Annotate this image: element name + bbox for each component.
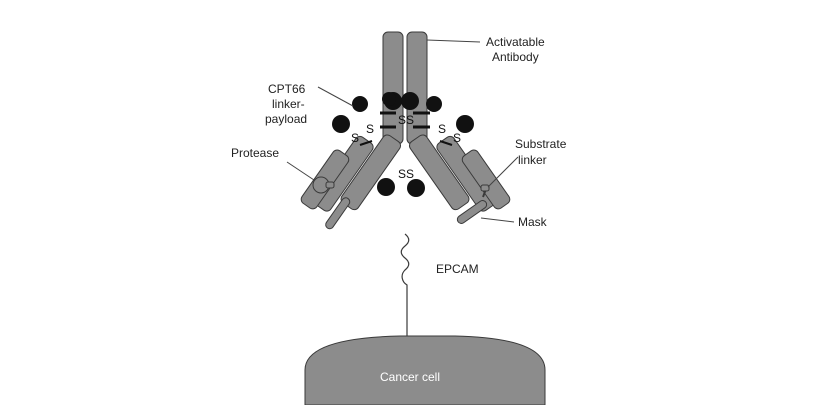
disulfide-left-1: S <box>366 122 374 136</box>
label-substrate-line2: linker <box>518 153 547 167</box>
leader-substrate <box>487 156 519 188</box>
payload-lower-left <box>377 178 395 196</box>
payload-lower-right <box>407 179 425 197</box>
leader-protease <box>286 161 315 181</box>
disulfide-upper: SS <box>398 113 414 127</box>
disulfide-right-2: S <box>453 131 461 145</box>
arm-tick-right <box>439 140 453 146</box>
label-cpt-line1: CPT66 <box>268 82 306 96</box>
heavy-chain-right-lower <box>408 134 470 211</box>
payload-hinge-3 <box>382 92 396 106</box>
cancer-cell-label: Cancer cell <box>380 370 440 384</box>
label-protease: Protease <box>231 146 279 160</box>
leader-activatable <box>426 39 481 43</box>
payload-upper-left <box>352 96 368 112</box>
disulfide-lower: SS <box>398 167 414 181</box>
label-activatable-line1: Activatable <box>486 35 545 49</box>
label-cpt-line2: linker- <box>272 97 305 111</box>
arm-tick-left <box>359 140 373 146</box>
payload-right <box>456 115 474 133</box>
mask-left <box>325 197 351 230</box>
substrate-linker-tip <box>480 184 490 192</box>
label-activatable-line2: Antibody <box>492 50 539 64</box>
payload-left <box>332 115 350 133</box>
label-mask: Mask <box>518 215 548 229</box>
disulfide-left-2: S <box>351 131 359 145</box>
outer-chain-right <box>461 149 511 210</box>
epcam-label: EPCAM <box>436 262 479 276</box>
payload-upper-right <box>426 96 442 112</box>
label-substrate-line1: Substrate <box>515 137 567 151</box>
cancer-cell <box>304 335 546 405</box>
epcam-receptor <box>400 233 410 336</box>
leader-cpt <box>317 86 354 107</box>
payload-hinge-2 <box>401 92 419 110</box>
disulfide-right-1: S <box>438 122 446 136</box>
mask-right <box>456 200 488 224</box>
protease-stem <box>325 181 335 189</box>
leader-mask <box>480 217 515 223</box>
label-cpt-line3: payload <box>265 112 307 126</box>
